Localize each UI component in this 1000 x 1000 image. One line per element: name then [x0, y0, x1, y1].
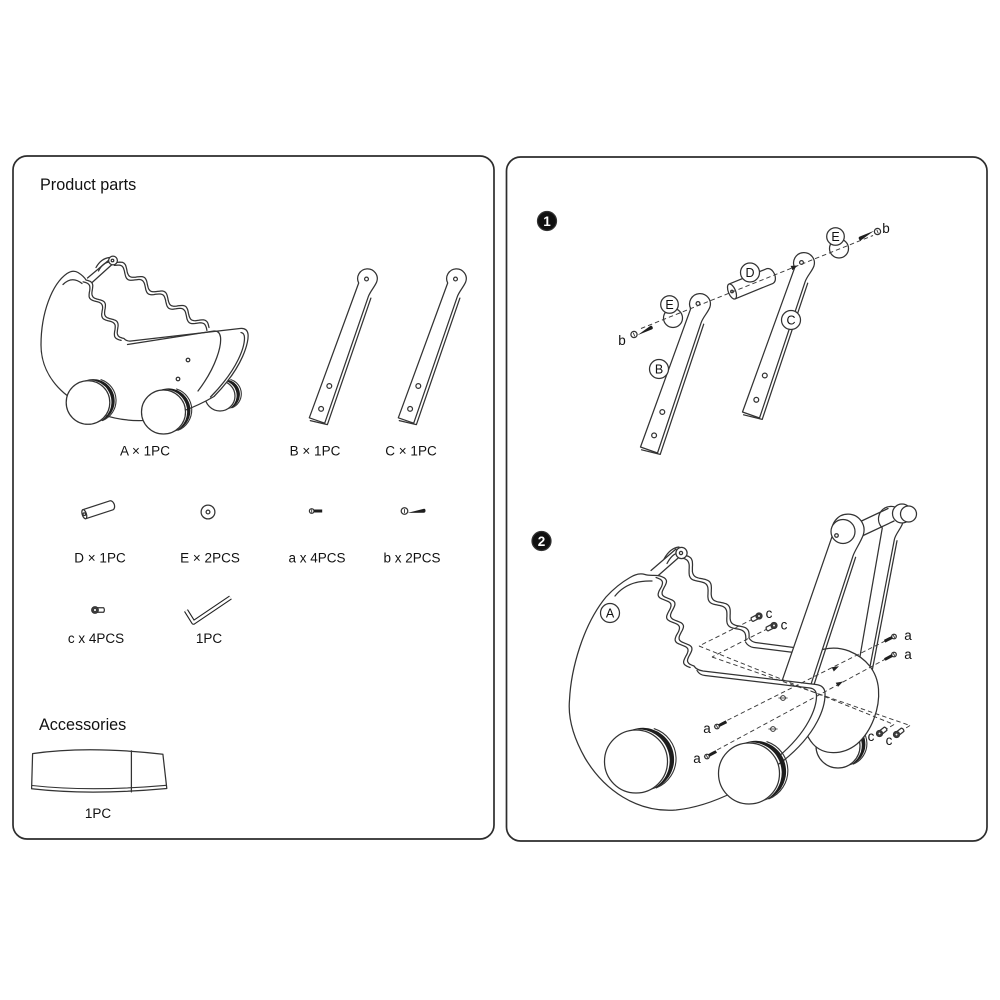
svg-text:Accessories: Accessories: [39, 716, 126, 734]
svg-text:c: c: [781, 618, 788, 633]
svg-text:a: a: [904, 647, 912, 662]
svg-text:a: a: [904, 628, 912, 643]
svg-text:E: E: [831, 230, 839, 244]
svg-text:2: 2: [538, 534, 546, 549]
svg-text:B: B: [655, 363, 663, 377]
svg-text:E: E: [665, 298, 673, 312]
svg-text:b: b: [882, 221, 890, 236]
svg-text:b x 2PCS: b x 2PCS: [383, 551, 440, 566]
svg-text:C × 1PC: C × 1PC: [385, 444, 437, 459]
svg-text:E × 2PCS: E × 2PCS: [180, 551, 240, 566]
svg-text:a x 4PCS: a x 4PCS: [288, 551, 345, 566]
svg-text:D × 1PC: D × 1PC: [74, 551, 126, 566]
svg-text:C: C: [786, 314, 795, 328]
svg-text:a: a: [693, 751, 701, 766]
svg-text:c x 4PCS: c x 4PCS: [68, 631, 124, 646]
svg-text:c: c: [766, 606, 773, 621]
svg-text:Product parts: Product parts: [40, 176, 136, 194]
svg-text:D: D: [745, 266, 754, 280]
svg-text:A: A: [606, 607, 615, 621]
svg-text:c: c: [886, 733, 893, 748]
svg-text:c: c: [868, 729, 875, 744]
svg-text:B × 1PC: B × 1PC: [290, 444, 341, 459]
svg-text:b: b: [618, 333, 626, 348]
svg-text:1PC: 1PC: [196, 631, 223, 646]
svg-text:1PC: 1PC: [85, 806, 112, 821]
svg-text:A × 1PC: A × 1PC: [120, 444, 170, 459]
svg-text:1: 1: [543, 214, 551, 229]
svg-text:a: a: [703, 721, 711, 736]
